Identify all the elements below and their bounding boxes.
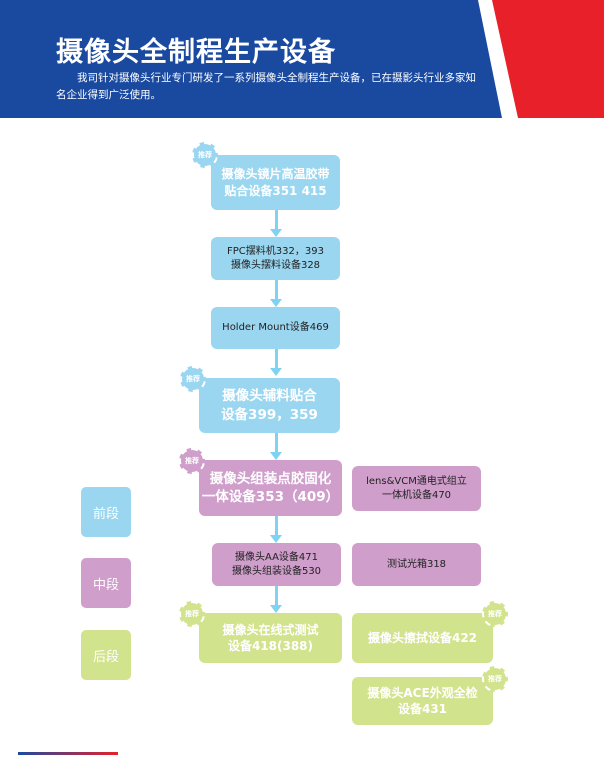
flow-node-assembly-curing: 摄像头组装点胶固化 一体设备353（409）	[199, 460, 342, 516]
flow-arrow	[270, 586, 282, 613]
flow-arrow	[270, 349, 282, 376]
flow-node-fpc: FPC摆料机332，393 摄像头摆料设备328	[211, 237, 340, 280]
flow-arrow	[270, 280, 282, 307]
footer-accent-bar	[18, 752, 118, 755]
flow-arrow	[270, 516, 282, 543]
flow-node-label: 设备399，359	[221, 406, 318, 423]
flow-node-label: Holder Mount设备469	[222, 322, 329, 334]
flow-node-label: 摄像头组装点胶固化	[209, 470, 332, 487]
flow-node-label: 摄像头辅料贴合	[222, 388, 317, 405]
recommended-badge: 推荐	[179, 601, 205, 627]
stage-front: 前段	[81, 487, 131, 537]
recommended-badge: 推荐	[179, 448, 205, 474]
flow-node-lens-tape: 摄像头镜片高温胶带贴合设备351 415	[211, 155, 340, 210]
recommended-badge: 推荐	[482, 601, 508, 627]
flow-node-holder-mount: Holder Mount设备469	[211, 307, 340, 349]
flow-node-label: 摄像头ACE外观全检	[367, 685, 478, 700]
flow-node-label: 测试光箱318	[386, 558, 447, 570]
flow-node-label: 摄像头AA设备471	[234, 552, 319, 563]
flow-node-ace-inspection: 摄像头ACE外观全检 设备431	[352, 677, 493, 725]
header-banner: 摄像头全制程生产设备 我司针对摄像头行业专门研发了一系列摄像头全制程生产设备，已…	[0, 0, 604, 118]
flow-arrow	[270, 433, 282, 460]
flow-node-wiping: 摄像头擦拭设备422	[352, 613, 493, 663]
flow-node-label: FPC摆料机332，393	[227, 246, 324, 257]
flow-node-label: 设备418(388)	[227, 639, 314, 653]
flow-node-lens-vcm: lens&VCM通电式组立 一体机设备470	[352, 466, 481, 511]
flow-node-label: 摄像头组装设备530	[231, 565, 322, 577]
flow-node-label: 摄像头擦拭设备422	[367, 630, 478, 645]
stage-back: 后段	[81, 630, 131, 680]
recommended-badge: 推荐	[192, 142, 218, 168]
flow-node-label: 摄像头在线式测试	[222, 622, 319, 637]
flow-node-label: lens&VCM通电式组立	[366, 476, 467, 487]
flow-node-label: 一体机设备470	[381, 489, 452, 501]
flow-node-accessory-bonding: 摄像头辅料贴合 设备399，359	[199, 378, 340, 433]
recommended-badge: 推荐	[180, 366, 206, 392]
flow-node-light-box: 测试光箱318	[352, 543, 481, 586]
flow-node-aa: 摄像头AA设备471 摄像头组装设备530	[212, 543, 341, 586]
page-title: 摄像头全制程生产设备	[56, 37, 336, 68]
flow-node-online-test: 摄像头在线式测试 设备418(388)	[199, 613, 342, 663]
flow-arrow	[270, 210, 282, 237]
flow-node-label: 摄像头镜片高温胶带贴合设备351 415	[221, 167, 330, 198]
stage-middle: 中段	[81, 558, 131, 608]
page-description: 我司针对摄像头行业专门研发了一系列摄像头全制程生产设备，已在摄影头行业多家知名企…	[56, 72, 476, 101]
recommended-badge: 推荐	[482, 666, 508, 692]
flow-node-label: 一体设备353（409）	[201, 489, 340, 505]
flow-node-label: 摄像头摆料设备328	[230, 259, 321, 271]
flow-node-label: 设备431	[397, 702, 448, 716]
